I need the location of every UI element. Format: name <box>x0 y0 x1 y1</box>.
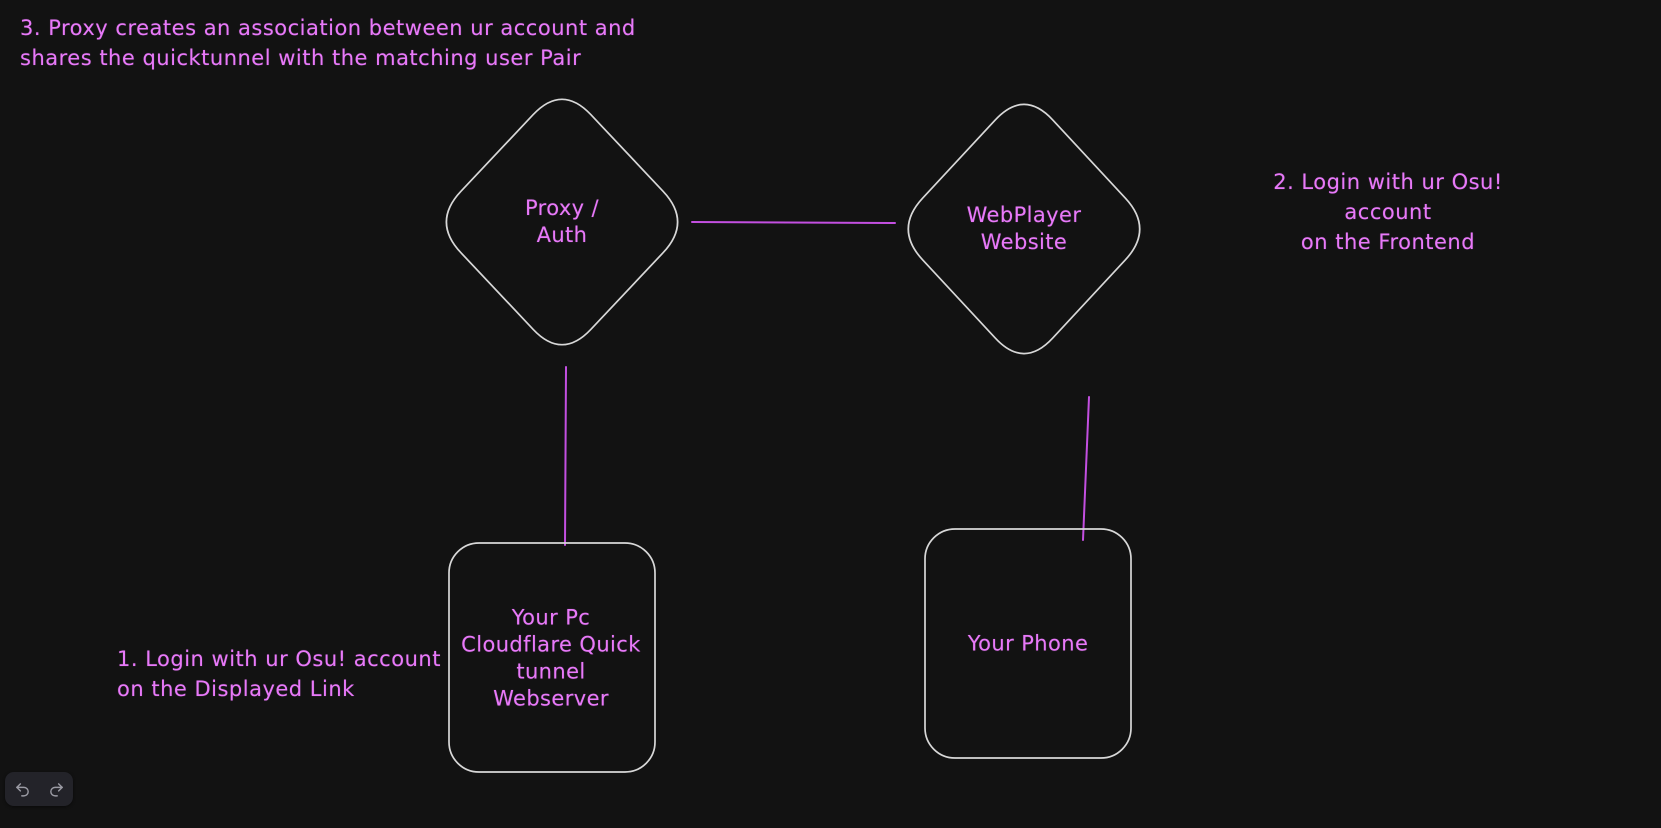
edge-proxy-to-website[interactable] <box>691 221 896 224</box>
redo-icon <box>48 781 65 798</box>
node-label-your-phone: Your Phone <box>967 631 1089 656</box>
node-label-proxy-auth: Proxy / Auth <box>524 196 600 247</box>
undo-redo-toolbar[interactable] <box>5 772 73 806</box>
node-label-webplayer-website: WebPlayer Website <box>966 203 1082 254</box>
redo-button[interactable] <box>43 776 69 802</box>
undo-icon <box>14 781 31 798</box>
annotation-step-3: 3. Proxy creates an association between … <box>20 16 636 70</box>
annotation-step-2: 2. Login with ur Osu! account on the Fro… <box>1273 170 1503 254</box>
edge-website-to-your-phone[interactable] <box>1082 396 1090 541</box>
node-label-your-pc: Your Pc Cloudflare Quick tunnel Webserve… <box>461 605 641 710</box>
edges-group <box>564 221 1090 546</box>
undo-button[interactable] <box>9 776 35 802</box>
edge-proxy-to-your-pc[interactable] <box>564 366 567 546</box>
annotation-step-1: 1. Login with ur Osu! account on the Dis… <box>117 647 441 701</box>
